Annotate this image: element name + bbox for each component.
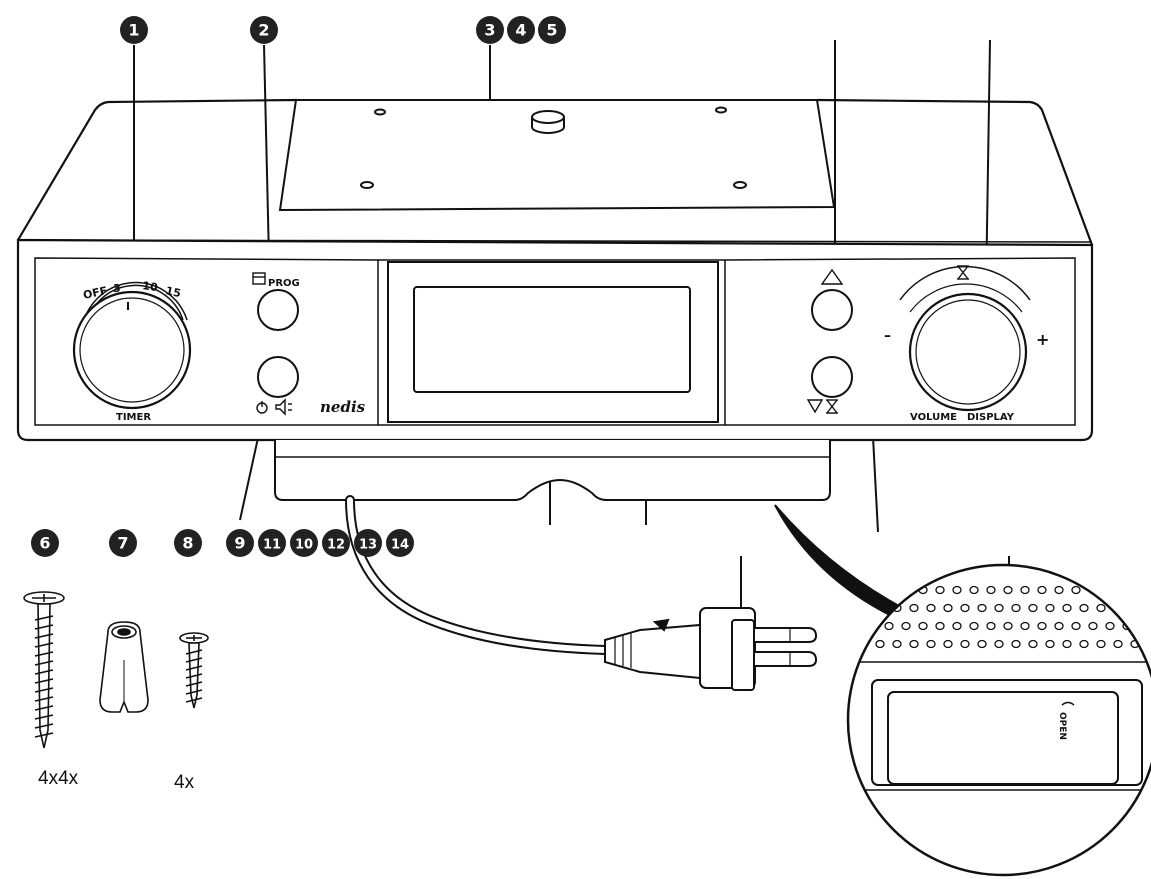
power-icon xyxy=(256,401,268,414)
callout-badge-13: 13 xyxy=(354,529,382,557)
battery-door-open-label: OPEN xyxy=(1057,712,1067,740)
volume-minus-sign: – xyxy=(884,328,891,344)
prog-label: PROG xyxy=(268,278,300,289)
mute-icon xyxy=(275,398,292,416)
callout-badge-4: 4 xyxy=(507,16,535,44)
svg-text:2: 2 xyxy=(258,21,269,40)
svg-text:3: 3 xyxy=(484,21,495,40)
svg-text:4: 4 xyxy=(515,21,526,40)
volume-knob[interactable] xyxy=(899,265,1031,412)
up-triangle-icon xyxy=(820,268,844,285)
short-screw-quantity: 4x xyxy=(174,772,195,793)
volume-plus-sign: + xyxy=(1036,330,1049,349)
svg-text:13: 13 xyxy=(359,538,377,553)
svg-text:9: 9 xyxy=(234,534,245,553)
hourglass-icon-down xyxy=(826,399,838,414)
power-mute-button[interactable] xyxy=(257,356,299,398)
hourglass-icon-volume xyxy=(957,265,969,280)
timer-scale-10: 10 xyxy=(142,279,159,294)
callout-badge-6: 6 xyxy=(31,529,59,557)
timer-knob[interactable] xyxy=(72,281,192,410)
down-triangle-icon xyxy=(806,399,824,414)
svg-text:14: 14 xyxy=(391,538,409,553)
power-plug xyxy=(604,607,818,691)
down-button[interactable] xyxy=(811,356,853,398)
prog-button[interactable] xyxy=(257,289,299,331)
inset-pointer xyxy=(774,504,912,622)
long-screw xyxy=(23,591,65,749)
svg-text:11: 11 xyxy=(263,538,281,553)
callout-badge-11: 11 xyxy=(258,529,286,557)
battery-inset xyxy=(848,565,1151,875)
wall-plug xyxy=(99,621,149,713)
svg-text:7: 7 xyxy=(117,534,128,553)
svg-text:10: 10 xyxy=(295,538,313,553)
callout-badge-5: 5 xyxy=(538,16,566,44)
svg-text:5: 5 xyxy=(546,21,557,40)
callout-badge-2: 2 xyxy=(250,16,278,44)
svg-text:1: 1 xyxy=(128,21,139,40)
timer-scale-3: 3 xyxy=(113,282,121,295)
timer-label: TIMER xyxy=(116,412,151,423)
power-cord xyxy=(345,495,610,655)
inset-circle xyxy=(846,563,1151,877)
callout-badge-7: 7 xyxy=(109,529,137,557)
brand-logo: nedis xyxy=(320,398,366,416)
callout-badge-10: 10 xyxy=(290,529,318,557)
svg-text:8: 8 xyxy=(182,534,193,553)
callout-badge-1: 1 xyxy=(120,16,148,44)
short-screw xyxy=(179,632,209,709)
timer-scale-off: OFF xyxy=(82,284,109,302)
svg-text:6: 6 xyxy=(39,534,50,553)
prog-icon xyxy=(252,272,266,285)
callout-badge-14: 14 xyxy=(386,529,414,557)
timer-scale-15: 15 xyxy=(164,284,182,300)
callout-badge-3: 3 xyxy=(476,16,504,44)
mounting-plate xyxy=(278,99,836,212)
callout-badge-8: 8 xyxy=(174,529,202,557)
callout-badge-12: 12 xyxy=(322,529,350,557)
svg-text:12: 12 xyxy=(327,538,345,553)
callout-badge-9: 9 xyxy=(226,529,254,557)
long-screw-quantity: 4x4x xyxy=(38,768,79,789)
up-button[interactable] xyxy=(811,289,853,331)
